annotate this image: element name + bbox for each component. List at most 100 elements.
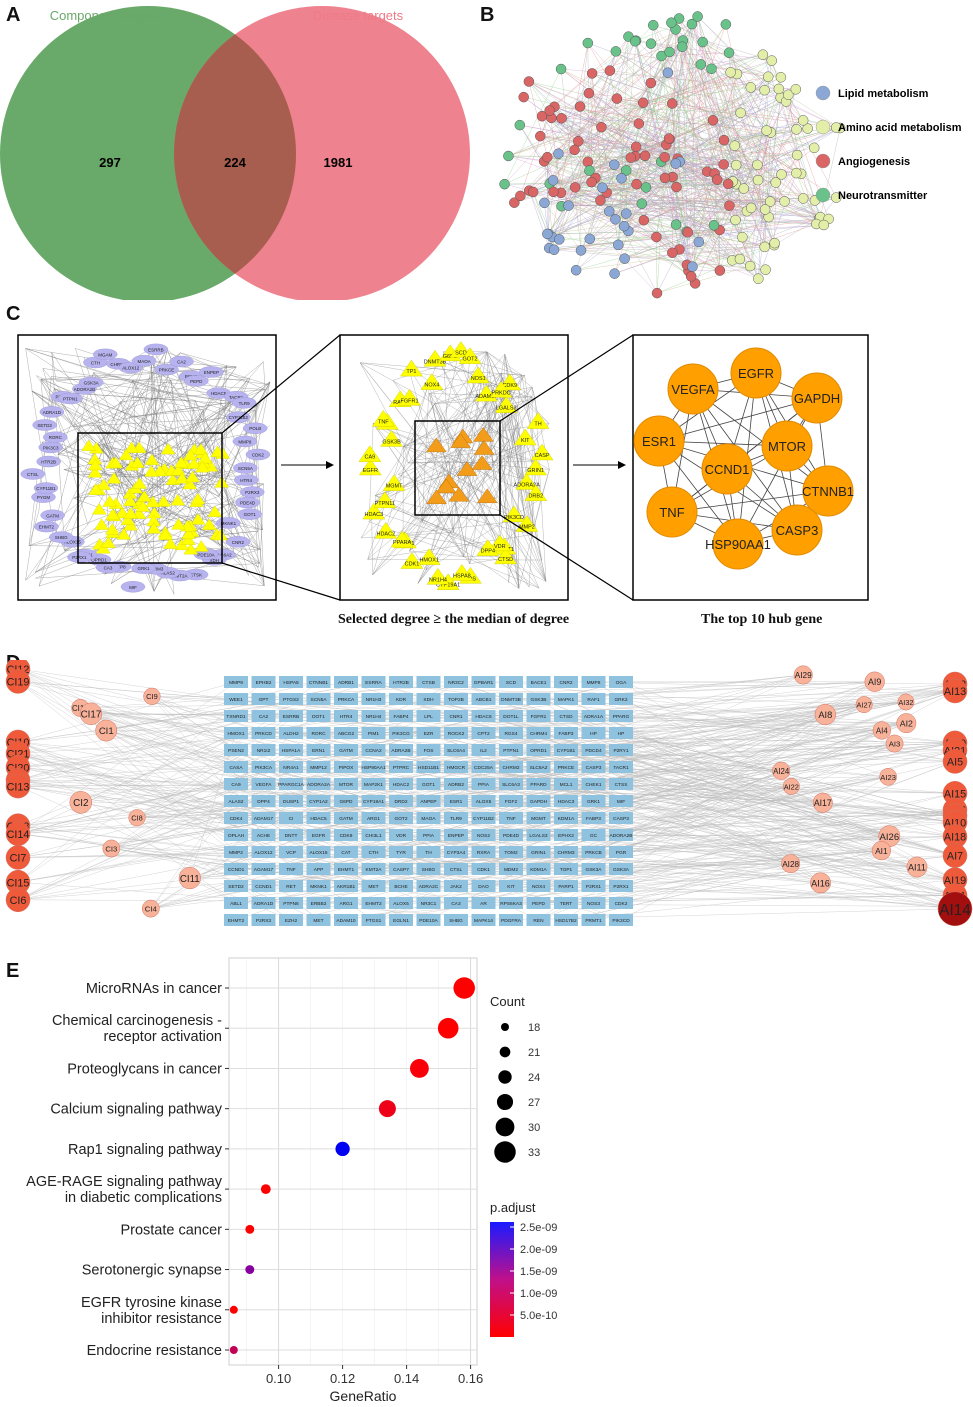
gene-box-label: HSP90AA1: [361, 765, 386, 771]
gene-box-label: CTH: [369, 850, 379, 856]
gene-box-label: CTNNB1: [309, 680, 329, 686]
gene-box: [526, 761, 551, 773]
ppi-node: [515, 190, 526, 202]
legend-size-label: 27: [528, 1097, 540, 1109]
edge: [109, 417, 130, 546]
gene-box-label: GATM: [339, 748, 353, 754]
ppi-node: [791, 149, 803, 161]
ppi-edge: [549, 43, 589, 249]
ppi-node: [620, 165, 632, 176]
gene-node: [78, 376, 104, 389]
compound-node: [69, 791, 93, 814]
gene-box: [554, 710, 578, 722]
network-edge: [400, 742, 956, 802]
edge: [486, 351, 533, 388]
compound-node-label: CI13: [7, 781, 30, 793]
compound-node: [814, 703, 836, 726]
gene-box: [609, 812, 633, 824]
gene-node: [233, 474, 259, 486]
edge: [524, 375, 541, 499]
ppi-node: [761, 125, 772, 136]
gene-node-label: MGMT: [386, 484, 403, 490]
yellow-node: [146, 522, 162, 534]
ppi-edge: [588, 93, 625, 227]
gene-box: [499, 846, 523, 858]
yellow-node: [174, 472, 190, 484]
ppi-edge: [679, 24, 693, 250]
network-edge: [373, 681, 895, 744]
gene-box: [306, 727, 331, 739]
compound-node: [885, 734, 904, 753]
gene-box-label: GC: [590, 833, 598, 839]
data-point: [453, 977, 475, 999]
edge: [375, 495, 547, 582]
hub-node-label: VEGFA: [671, 382, 715, 397]
gene-box: [251, 914, 276, 926]
gene-box-label: RORC: [311, 731, 326, 737]
gene-node-label: CTSD: [498, 557, 513, 563]
gene-node-label: MIF: [129, 585, 137, 590]
yellow-node: [382, 474, 406, 491]
network-edge: [620, 800, 956, 896]
gene-box-label: ADRA1D: [254, 901, 274, 907]
gene-box: [416, 727, 441, 739]
legend-label-0: Lipid metabolism: [838, 88, 929, 100]
network-edge: [17, 715, 347, 781]
gene-box: [334, 863, 358, 875]
gene-box: [499, 727, 523, 739]
gene-box: [251, 727, 276, 739]
gene-box-label: PIM1: [368, 731, 380, 737]
hub-node: [761, 420, 813, 472]
compound-node-label: AI8: [818, 710, 832, 720]
ppi-edge: [559, 161, 589, 240]
gene-box-label: CAT: [341, 850, 350, 856]
gene-box-label: SETD2: [228, 884, 244, 890]
ppi-node: [659, 151, 670, 163]
venn-overlap-region: [174, 6, 296, 300]
network-edge: [17, 753, 484, 802]
venn-overlap-count: 224: [224, 155, 246, 170]
ppi-edge: [628, 164, 758, 232]
gene-box-label: PRMT1: [585, 918, 602, 924]
category-label: Chemical carcinogenesis -: [52, 1013, 222, 1029]
ppi-edge: [697, 16, 759, 279]
gene-box-label: PPARD: [530, 782, 547, 788]
gene-box: [526, 778, 551, 790]
gene-box: [279, 812, 303, 824]
gene-node-label: CA3: [104, 565, 113, 570]
gene-box: [444, 676, 468, 688]
ppi-edge: [692, 223, 817, 267]
compound-node-label: AI29: [795, 671, 812, 680]
edge: [457, 450, 472, 466]
gene-box-label: CHI3L1: [365, 833, 382, 839]
edge: [360, 362, 435, 404]
yellow-node: [87, 465, 103, 478]
gene-box: [609, 744, 633, 756]
ppi-node: [670, 158, 682, 169]
compound-node-label: CI9: [146, 692, 158, 701]
edge: [132, 380, 161, 455]
gene-node-label: HSPA8: [453, 573, 471, 579]
edge: [129, 409, 204, 418]
edge: [417, 423, 550, 584]
hub-node: [712, 518, 764, 570]
ppi-node: [651, 231, 662, 243]
legend-color-label: 2.0e-09: [520, 1244, 557, 1256]
gene-box: [526, 795, 551, 807]
compound-node: [871, 841, 891, 861]
gene-box-label: MCL1: [560, 782, 573, 788]
gene-box: [389, 761, 413, 773]
gene-box: [526, 880, 551, 892]
edge: [518, 498, 541, 589]
gene-box: [361, 761, 386, 773]
gene-box-label: HP: [618, 731, 625, 737]
ppi-edge: [579, 51, 670, 107]
ppi-node: [503, 150, 514, 162]
ppi-edge: [757, 132, 772, 181]
compound-node-label: AI7: [947, 851, 963, 863]
gene-box-label: CYP1A2: [309, 799, 328, 805]
yellow-node: [108, 456, 123, 469]
compound-node-label: CI19: [7, 677, 30, 689]
gene-box: [389, 863, 413, 875]
compound-node: [906, 856, 928, 878]
